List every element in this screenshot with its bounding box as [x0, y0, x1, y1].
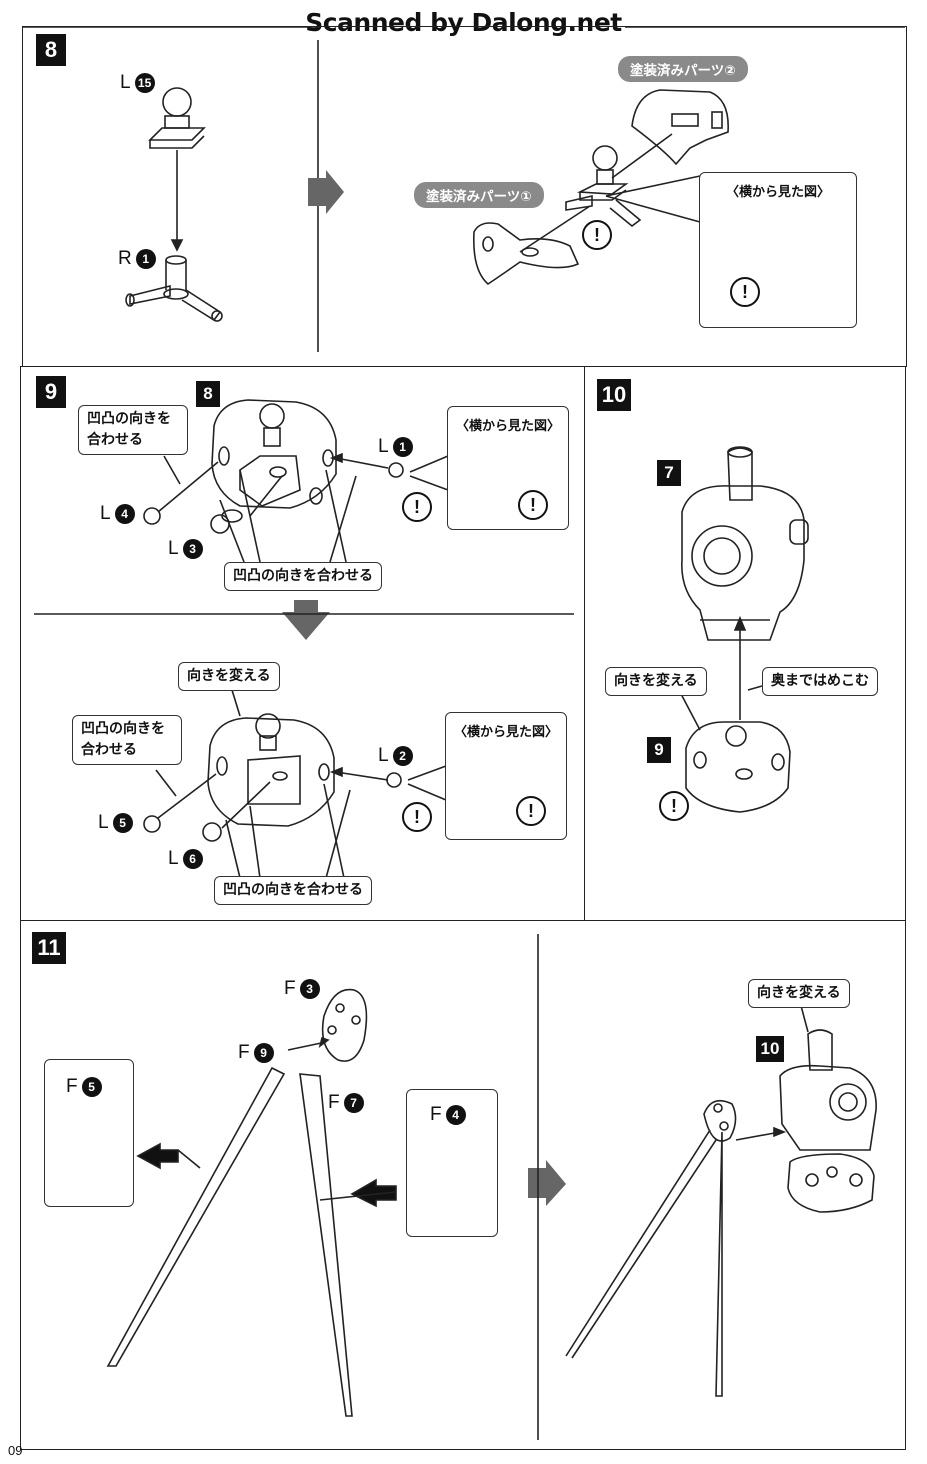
- part-number: 15: [134, 73, 155, 93]
- change-direction-label: 向きを変える: [605, 667, 707, 696]
- step11-number: 11: [32, 932, 66, 964]
- warning-icon: !: [582, 220, 612, 250]
- part-F4-box: [406, 1089, 498, 1237]
- part-number: 7: [343, 1093, 364, 1113]
- part-number: 4: [445, 1105, 466, 1125]
- part-number: 2: [392, 746, 413, 766]
- part-prefix: L: [378, 436, 389, 457]
- warning-icon: !: [402, 802, 432, 832]
- warning-icon: !: [402, 492, 432, 522]
- page-number: 09: [8, 1443, 23, 1458]
- align-label-bottom-top: 凹凸の向きを合わせる: [224, 562, 382, 591]
- part-number: 9: [253, 1043, 274, 1063]
- part-number: 3: [182, 539, 203, 559]
- part-prefix: L: [378, 745, 389, 766]
- part-prefix: L: [168, 848, 179, 869]
- part-prefix: F: [328, 1092, 340, 1113]
- warning-icon: !: [518, 490, 548, 520]
- part-prefix: L: [98, 812, 109, 833]
- step10-ref-7: 7: [657, 460, 681, 486]
- painted-part-1-label: 塗装済みパーツ①: [414, 182, 544, 208]
- step8-number: 8: [36, 34, 66, 66]
- part-number: 6: [182, 849, 203, 869]
- side-view-title: 〈横から見た図〉: [725, 185, 830, 200]
- step10-number: 10: [597, 379, 631, 411]
- change-direction-label: 向きを変える: [748, 979, 850, 1008]
- part-prefix: L: [100, 503, 111, 524]
- step8-side-view: 〈横から見た図〉: [699, 172, 857, 328]
- part-prefix: F: [238, 1042, 250, 1063]
- part-number: 4: [114, 504, 135, 524]
- step9-ref-8: 8: [196, 381, 220, 407]
- warning-icon: !: [516, 796, 546, 826]
- step11-ref-10: 10: [756, 1036, 784, 1062]
- side-view-title: 〈横から見た図〉: [453, 725, 558, 740]
- warning-icon: !: [730, 277, 760, 307]
- part-prefix: L: [168, 538, 179, 559]
- side-view-title: 〈横から見た図〉: [455, 419, 560, 434]
- step11-panel: [20, 920, 906, 1450]
- align-label-left-bottom: 凹凸の向きを合わせる: [72, 715, 182, 765]
- part-prefix: R: [118, 248, 132, 269]
- part-prefix: F: [430, 1104, 442, 1125]
- step9-side-view-top: 〈横から見た図〉: [447, 406, 569, 530]
- change-direction-label: 向きを変える: [178, 662, 280, 691]
- push-in-label: 奥まではめこむ: [762, 667, 878, 696]
- painted-part-2-label: 塗装済みパーツ②: [618, 56, 748, 82]
- step9-side-view-bottom: 〈横から見た図〉: [445, 712, 567, 840]
- part-prefix: F: [284, 978, 296, 999]
- step9-number: 9: [36, 376, 66, 408]
- part-prefix: L: [120, 72, 131, 93]
- part-number: 5: [112, 813, 133, 833]
- part-number: 3: [299, 979, 320, 999]
- part-number: 1: [135, 249, 156, 269]
- warning-icon: !: [659, 791, 689, 821]
- align-label-bottom-bottom: 凹凸の向きを合わせる: [214, 876, 372, 905]
- watermark: Scanned by Dalong.net: [305, 8, 622, 37]
- part-number: 1: [392, 437, 413, 457]
- part-number: 5: [81, 1077, 102, 1097]
- step10-ref-9: 9: [647, 737, 671, 763]
- part-prefix: F: [66, 1076, 78, 1097]
- align-label-left-top: 凹凸の向きを合わせる: [78, 405, 188, 455]
